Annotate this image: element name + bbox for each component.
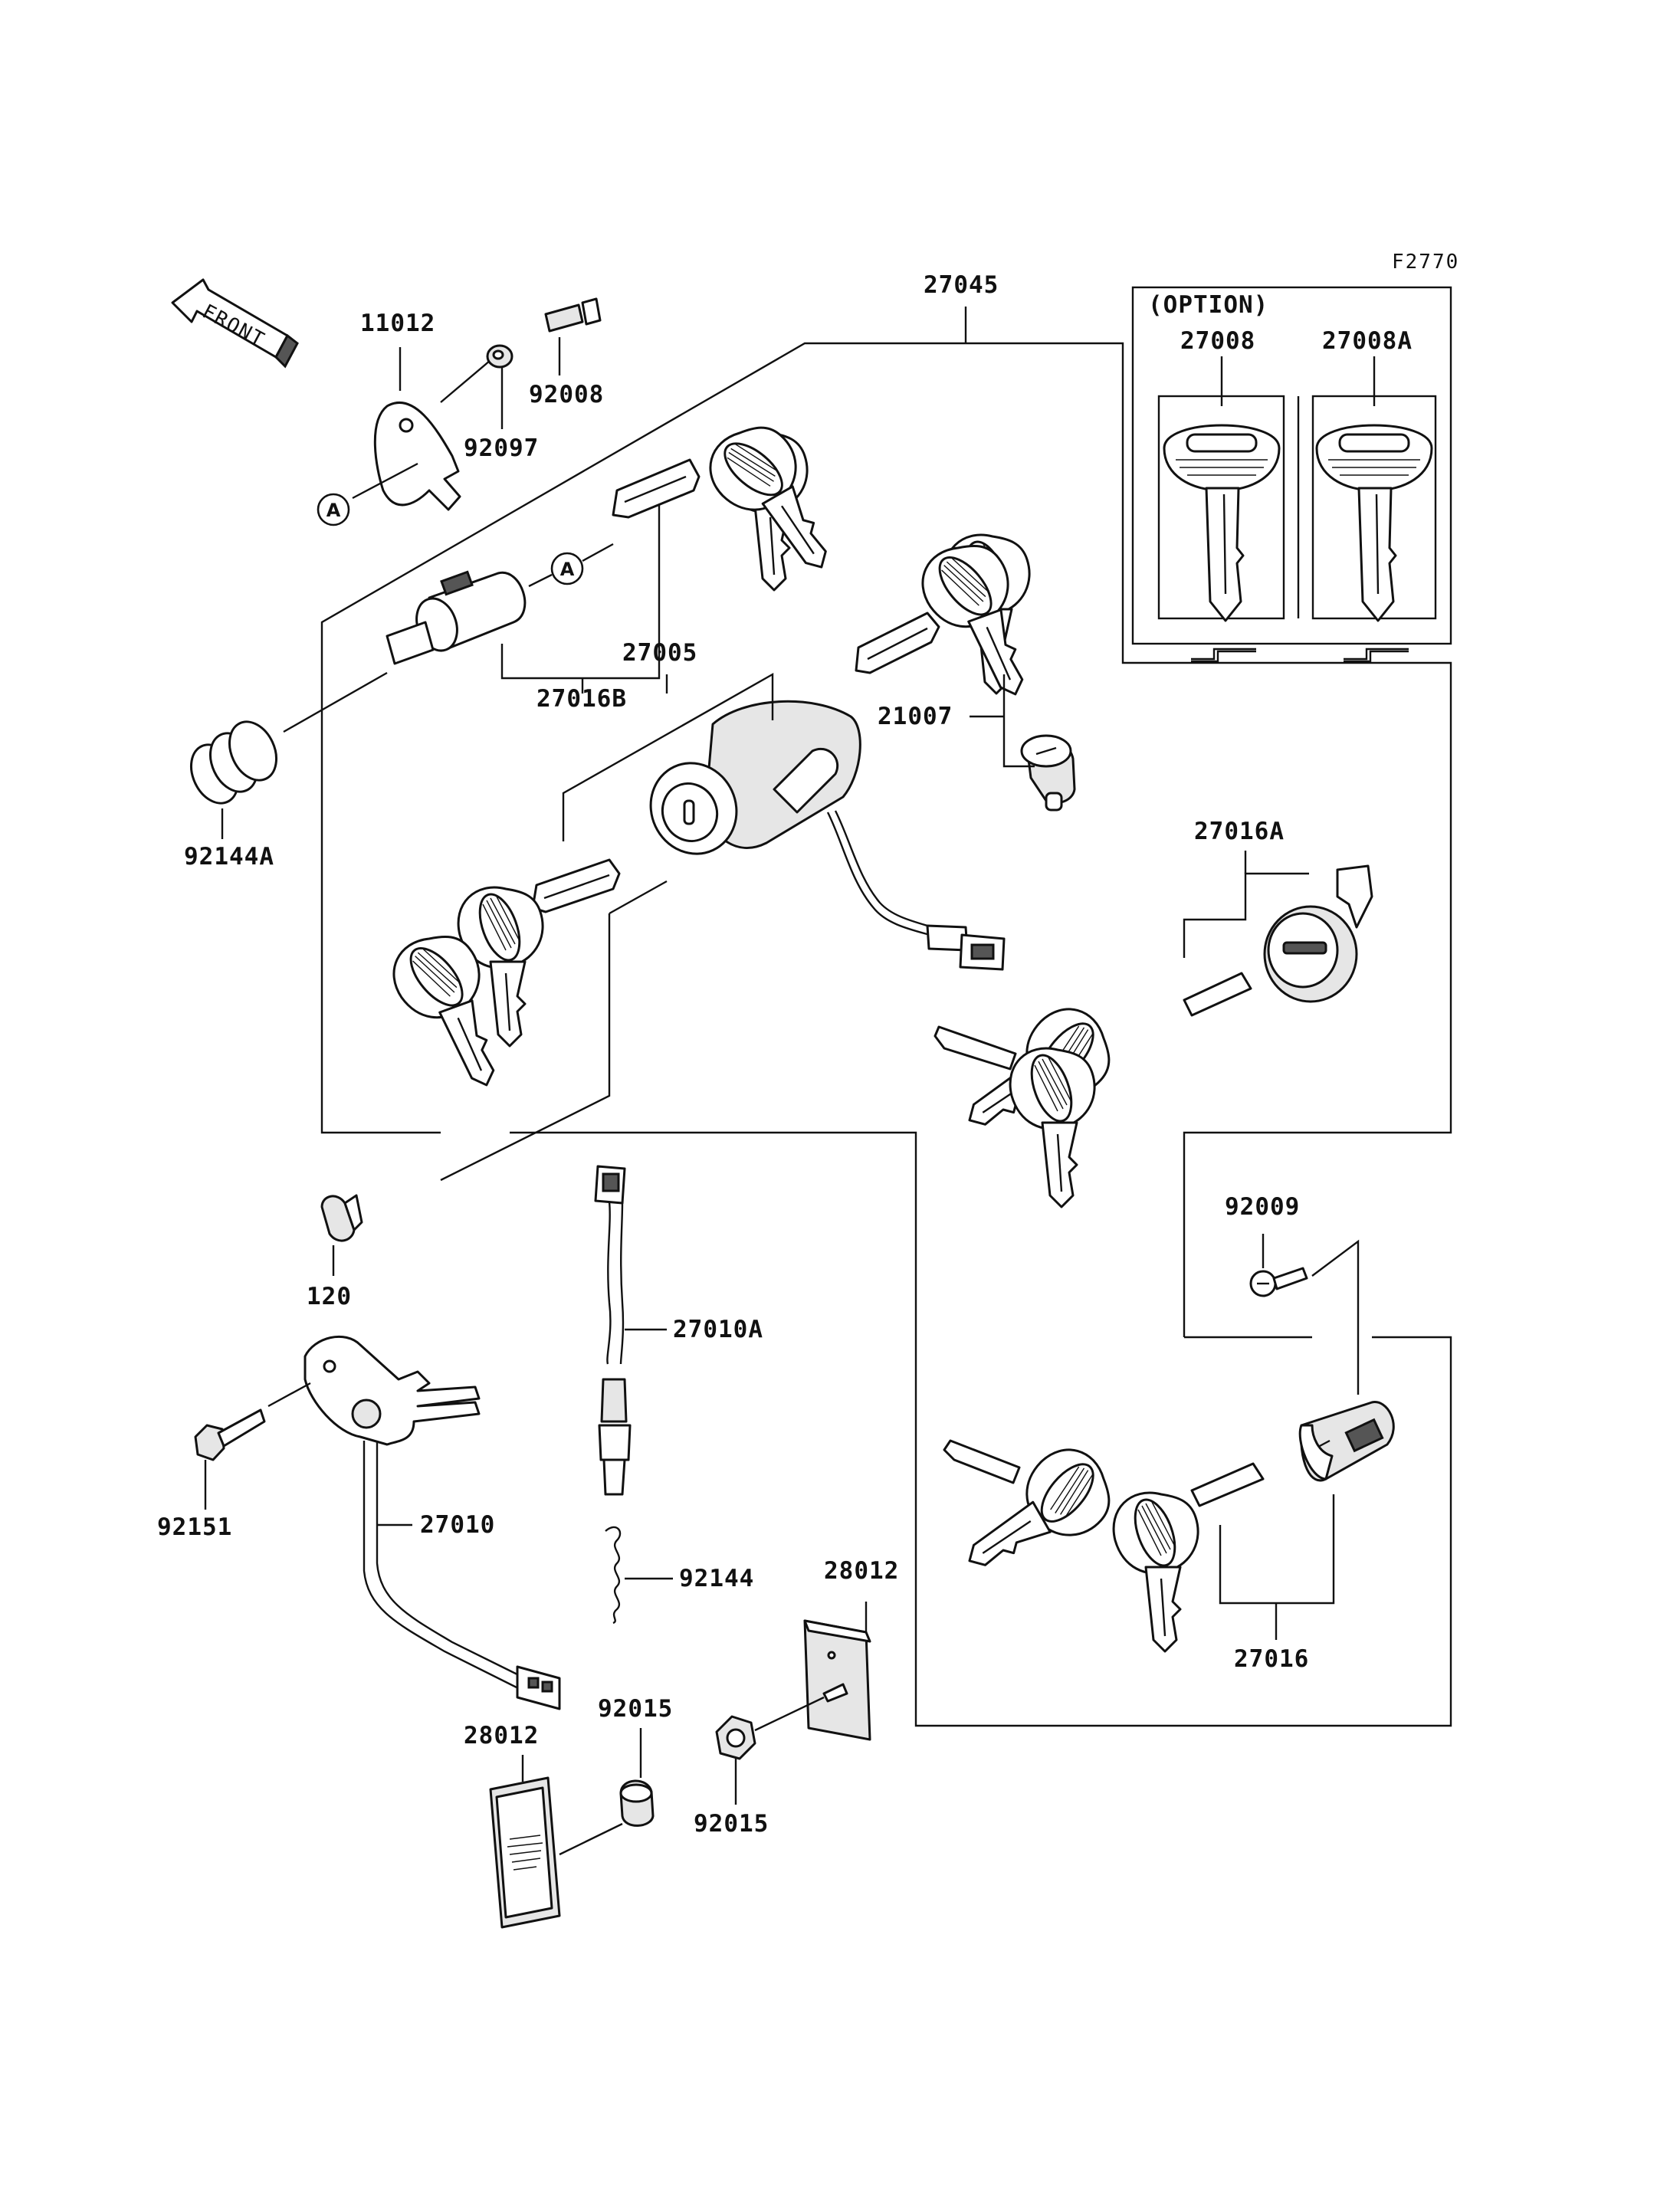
svg-text:A: A	[560, 559, 575, 580]
label-92151: 92151	[157, 1513, 232, 1541]
front-arrow-icon: FRONT	[171, 278, 299, 369]
part-92015-right-nut	[715, 1715, 756, 1805]
label-27008: 27008	[1180, 327, 1255, 355]
part-27016B-key-blade	[612, 458, 701, 519]
part-11012-bracket	[352, 347, 491, 511]
label-28012-right: 28012	[824, 1557, 899, 1585]
part-27016A-lock	[1183, 851, 1373, 1003]
part-27016-holder	[1219, 1401, 1395, 1640]
part-28012-right-plate	[754, 1602, 871, 1741]
part-28012-left-plate	[489, 1755, 623, 1929]
label-27016B: 27016B	[536, 685, 627, 713]
part-92144A-spring	[190, 720, 277, 839]
svg-text:A: A	[326, 500, 341, 521]
label-27010A: 27010A	[673, 1316, 763, 1343]
ref-marker-a-1: A	[317, 493, 350, 526]
part-92144-spring	[605, 1526, 673, 1625]
label-11012: 11012	[360, 310, 435, 337]
key-27016-2	[1112, 1491, 1199, 1653]
label-92009: 92009	[1225, 1193, 1300, 1221]
part-27010-switch	[304, 1335, 561, 1710]
label-27045: 27045	[924, 271, 999, 299]
part-21007-key-blade	[855, 612, 940, 674]
label-92015-left: 92015	[598, 1695, 673, 1723]
assembly-27045-outline	[320, 307, 1452, 1727]
label-92015-right: 92015	[694, 1810, 769, 1838]
label-92144A: 92144A	[184, 843, 274, 871]
ref-marker-a-2: A	[550, 552, 584, 585]
part-27005-key-blade	[531, 858, 621, 913]
figure-code: F2770	[1392, 251, 1459, 274]
option-box	[1131, 286, 1452, 663]
part-27016A-key-blade	[934, 972, 1252, 1071]
key-27016A-2	[1009, 1047, 1096, 1208]
part-27005-ignition-switch	[440, 672, 1006, 1182]
label-27008A: 27008A	[1322, 327, 1413, 355]
part-92009-screw	[1249, 1234, 1360, 1395]
label-92144: 92144	[679, 1565, 754, 1592]
part-21007-cap	[970, 674, 1076, 812]
label-28012-left: 28012	[464, 1722, 539, 1749]
label-92097: 92097	[464, 434, 539, 462]
label-27016: 27016	[1234, 1645, 1309, 1673]
part-120-bolt	[320, 1194, 363, 1276]
part-27010A-switch	[594, 1165, 667, 1496]
label-27005: 27005	[622, 639, 697, 667]
label-120: 120	[307, 1283, 352, 1310]
part-27016B-cylinder	[283, 498, 661, 733]
part-92097-washer	[486, 344, 514, 429]
label-92008: 92008	[529, 381, 604, 408]
label-27016A: 27016A	[1194, 818, 1285, 845]
option-title: (OPTION)	[1148, 291, 1268, 319]
part-92008-bolt	[544, 297, 602, 375]
part-92151-bolt	[194, 1382, 311, 1510]
label-27010: 27010	[420, 1511, 495, 1539]
part-27016-key-blade	[943, 1439, 1265, 1507]
label-21007: 21007	[878, 703, 953, 730]
part-92015-left-nut	[619, 1728, 655, 1827]
